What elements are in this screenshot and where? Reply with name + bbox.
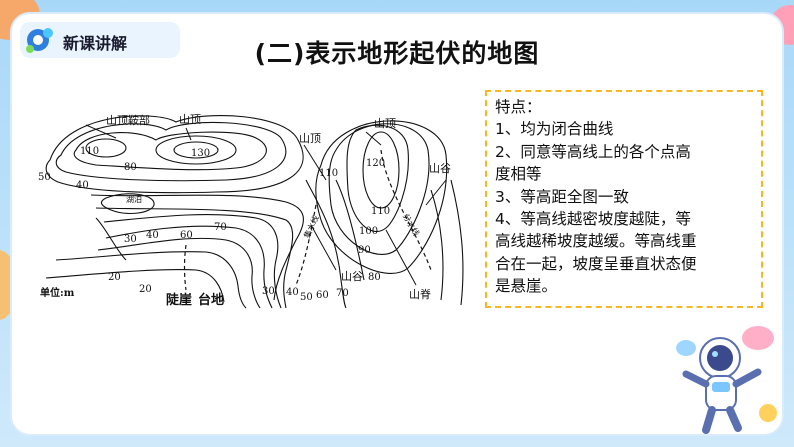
slide-card	[12, 14, 782, 434]
label-unit: 单位:m	[40, 286, 75, 299]
elevation-label: 60	[316, 290, 329, 301]
feature-line: 2、同意等高线上的各个点高	[495, 142, 691, 161]
elevation-label: 70	[336, 288, 349, 299]
feature-line: 3、等高距全图一致	[495, 187, 629, 206]
label-peak-right: 山顶	[374, 117, 396, 130]
elevation-label: 30	[124, 234, 137, 245]
label-valley-right: 山谷	[429, 162, 451, 175]
elevation-label: 70	[214, 222, 227, 233]
label-cliff: 陡崖	[166, 292, 192, 308]
elevation-label: 120	[366, 158, 385, 169]
elevation-label: 110	[80, 146, 99, 157]
features-heading: 特点：	[495, 98, 542, 116]
elevation-label: 80	[124, 162, 137, 173]
label-plateau: 台地	[198, 292, 224, 308]
feature-line: 4、等高线越密坡度越陡，等	[495, 210, 691, 229]
features-box: 特点： 1、均为闭合曲线 2、同意等高线上的各个点高 度相等 3、等高距全图一致…	[485, 90, 763, 308]
label-valley-bottom: 山谷	[341, 270, 363, 283]
page-title: (二)表示地形起伏的地图	[254, 39, 540, 68]
feature-line: 高线越稀坡度越缓。等高线重	[495, 232, 697, 251]
feature-line: 合在一起，坡度呈垂直状态便	[495, 254, 697, 273]
feature-line: 1、均为闭合曲线	[495, 120, 614, 139]
label-watershed: 分水线	[401, 212, 422, 238]
elevation-label: 100	[359, 226, 378, 237]
elevation-label: 50	[38, 172, 51, 183]
elevation-label: 20	[139, 284, 152, 295]
elevation-label: 40	[146, 230, 159, 241]
elevation-label: 110	[371, 206, 390, 217]
elevation-label: 40	[76, 180, 89, 191]
elevation-label: 80	[368, 272, 381, 283]
elevation-label: 20	[108, 272, 121, 283]
logo-icon	[26, 28, 53, 53]
elevation-label: 50	[300, 292, 313, 303]
elevation-label: 90	[358, 245, 371, 256]
elevation-label: 110	[319, 168, 338, 179]
label-peak-left: 山顶	[179, 113, 201, 126]
elevation-label: 40	[286, 287, 299, 298]
label-ridge: 山脊	[409, 287, 431, 301]
feature-line: 是悬崖。	[495, 277, 558, 296]
feature-line: 度相等	[495, 165, 542, 184]
elevation-label: 30	[262, 286, 275, 297]
label-lake: 湖泊	[126, 194, 142, 204]
contour-map: 山顶鞍部 山顶 山顶 山顶 山谷 山谷 山脊 湖泊 陡崖 台地 集水线 分水线 …	[38, 113, 464, 309]
astronaut-illustration	[676, 326, 777, 434]
label-peak-mid: 山顶	[299, 132, 321, 145]
label-river: 集水线	[301, 214, 320, 240]
elevation-label: 130	[191, 148, 210, 159]
section-tag-label: 新课讲解	[63, 34, 128, 53]
label-saddle: 山顶鞍部	[106, 113, 150, 127]
elevation-label: 60	[180, 230, 193, 241]
